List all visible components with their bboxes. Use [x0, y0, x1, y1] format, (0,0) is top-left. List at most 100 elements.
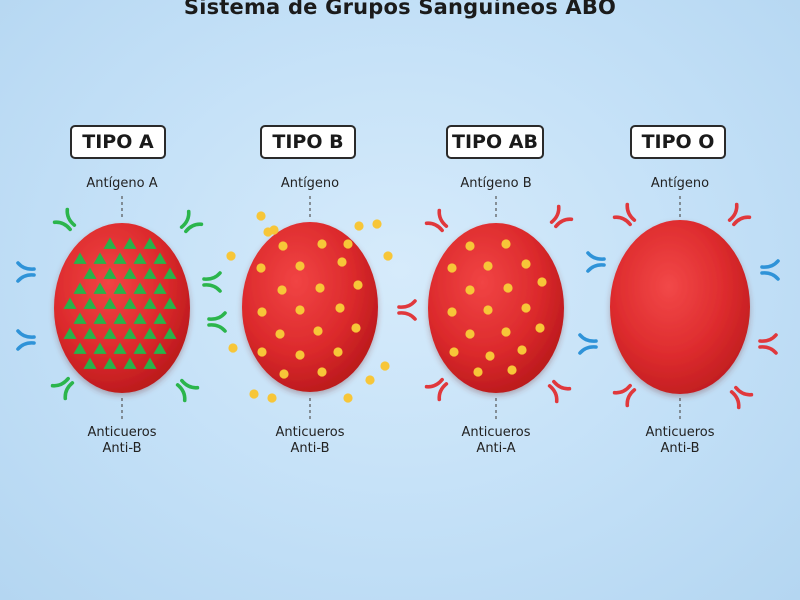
antigen-a-triangle — [123, 327, 137, 339]
type-label-b: TIPO B — [260, 125, 356, 159]
diagram-title: Sistema de Grupos Sanguíneos ABO — [183, 0, 617, 19]
antigen-b-dot — [315, 283, 325, 293]
antigen-b-dot-floating — [343, 393, 353, 403]
antigen-a-triangle — [113, 282, 127, 294]
antibody-icon — [729, 385, 754, 410]
type-label-a: TIPO A — [70, 125, 166, 159]
antigen-ab-dot — [535, 323, 545, 333]
antigen-a-triangle — [103, 267, 117, 279]
antibody-icon — [16, 329, 36, 351]
antibody-label-a-line2: Anti-B — [102, 441, 142, 456]
antigen-a-triangle — [73, 312, 87, 324]
antigen-a-triangle — [143, 237, 157, 249]
antigen-b-dot — [353, 280, 363, 290]
antibody-label-o: Anticueros Anti-B — [590, 425, 770, 457]
antibody-icon — [179, 209, 204, 234]
antigen-a-triangle — [103, 327, 117, 339]
antigen-b-dot-floating — [380, 361, 390, 371]
antigen-b-dot — [333, 347, 343, 357]
antibody-label-ab-line2: Anti-A — [476, 441, 516, 456]
antigen-ab-dot — [465, 285, 475, 295]
antibody-icon — [424, 208, 449, 233]
antibody-icon — [612, 202, 637, 227]
antigen-b-dot — [313, 326, 323, 336]
red-cell-type-b — [242, 222, 378, 392]
antigen-a-triangle — [73, 282, 87, 294]
antigen-b-dot — [295, 261, 305, 271]
antigen-a-triangle — [93, 252, 107, 264]
antigen-a-triangle — [113, 342, 127, 354]
antigen-a-triangle — [103, 357, 117, 369]
antigen-label-o: Antígeno — [650, 176, 710, 191]
antigen-a-triangle — [153, 312, 167, 324]
antigen-b-dot — [257, 347, 267, 357]
antigen-a-triangle — [93, 312, 107, 324]
antigen-a-triangle — [83, 357, 97, 369]
antigen-dots-type-ab — [447, 239, 547, 377]
antigen-a-triangle — [123, 297, 137, 309]
antigen-a-triangle — [113, 252, 127, 264]
antigen-b-dot-floating — [365, 375, 375, 385]
antigen-ab-dot — [501, 239, 511, 249]
type-label-o: TIPO O — [630, 125, 726, 159]
antigen-dots-type-b — [226, 211, 393, 403]
antigen-a-triangle — [123, 267, 137, 279]
antigen-a-triangle — [73, 342, 87, 354]
antibody-icon — [727, 202, 752, 227]
antigen-b-dot — [278, 241, 288, 251]
antigen-a-triangle — [83, 297, 97, 309]
antibody-icon — [16, 261, 36, 283]
antibody-icon — [758, 333, 778, 355]
antigen-ab-dot — [465, 241, 475, 251]
antibody-label-b-line1: Anticueros — [275, 425, 345, 440]
antigen-a-triangle — [153, 252, 167, 264]
antigen-a-triangle — [103, 297, 117, 309]
antibodies — [16, 202, 780, 410]
antibody-label-b-line2: Anti-B — [290, 441, 330, 456]
antigen-ab-dot — [521, 303, 531, 313]
antigen-b-dot — [295, 305, 305, 315]
antigen-b-dot — [351, 323, 361, 333]
red-cell-type-ab — [428, 223, 564, 393]
antigen-ab-dot — [503, 283, 513, 293]
antigen-a-triangle — [133, 342, 147, 354]
antigen-a-triangle — [63, 327, 77, 339]
antigen-b-dot-floating — [383, 251, 393, 261]
antigen-label-a: Antígeno A — [86, 176, 158, 191]
antigen-ab-dot — [517, 345, 527, 355]
type-label-ab: TIPO AB — [446, 125, 544, 159]
antibody-label-b: Anticueros Anti-B — [220, 425, 400, 457]
antigen-ab-dot — [465, 329, 475, 339]
antigen-b-dot — [279, 369, 289, 379]
antigen-a-triangle — [123, 237, 137, 249]
antigen-ab-dot — [537, 277, 547, 287]
antigen-ab-dot — [483, 261, 493, 271]
antibody-label-o-line2: Anti-B — [660, 441, 700, 456]
antibody-label-a-line1: Anticueros — [87, 425, 157, 440]
antigen-b-dot — [256, 263, 266, 273]
antibody-icon — [549, 204, 574, 229]
antibody-icon — [52, 207, 77, 232]
antibody-icon — [207, 311, 227, 333]
antigen-a-triangle — [133, 252, 147, 264]
antigen-a-triangle — [153, 282, 167, 294]
antigen-ab-dot — [483, 305, 493, 315]
antigen-a-triangle — [103, 237, 117, 249]
antigen-b-dot — [317, 239, 327, 249]
antibody-label-a: Anticueros Anti-B — [32, 425, 212, 457]
antibody-icon — [578, 333, 598, 355]
antigen-b-dot — [277, 285, 287, 295]
antigen-a-triangle — [93, 282, 107, 294]
antigen-b-dot-floating — [226, 251, 236, 261]
antigen-a-triangle — [133, 312, 147, 324]
antigen-b-dot-floating — [372, 219, 382, 229]
antibody-label-o-line1: Anticueros — [645, 425, 715, 440]
antigen-a-triangle — [143, 267, 157, 279]
antigen-b-dot — [343, 239, 353, 249]
antigen-a-triangle — [143, 297, 157, 309]
antigen-a-triangle — [133, 282, 147, 294]
antibody-icon — [547, 379, 572, 404]
antigen-label-b: Antígeno — [280, 176, 340, 191]
antigen-a-triangle — [143, 357, 157, 369]
